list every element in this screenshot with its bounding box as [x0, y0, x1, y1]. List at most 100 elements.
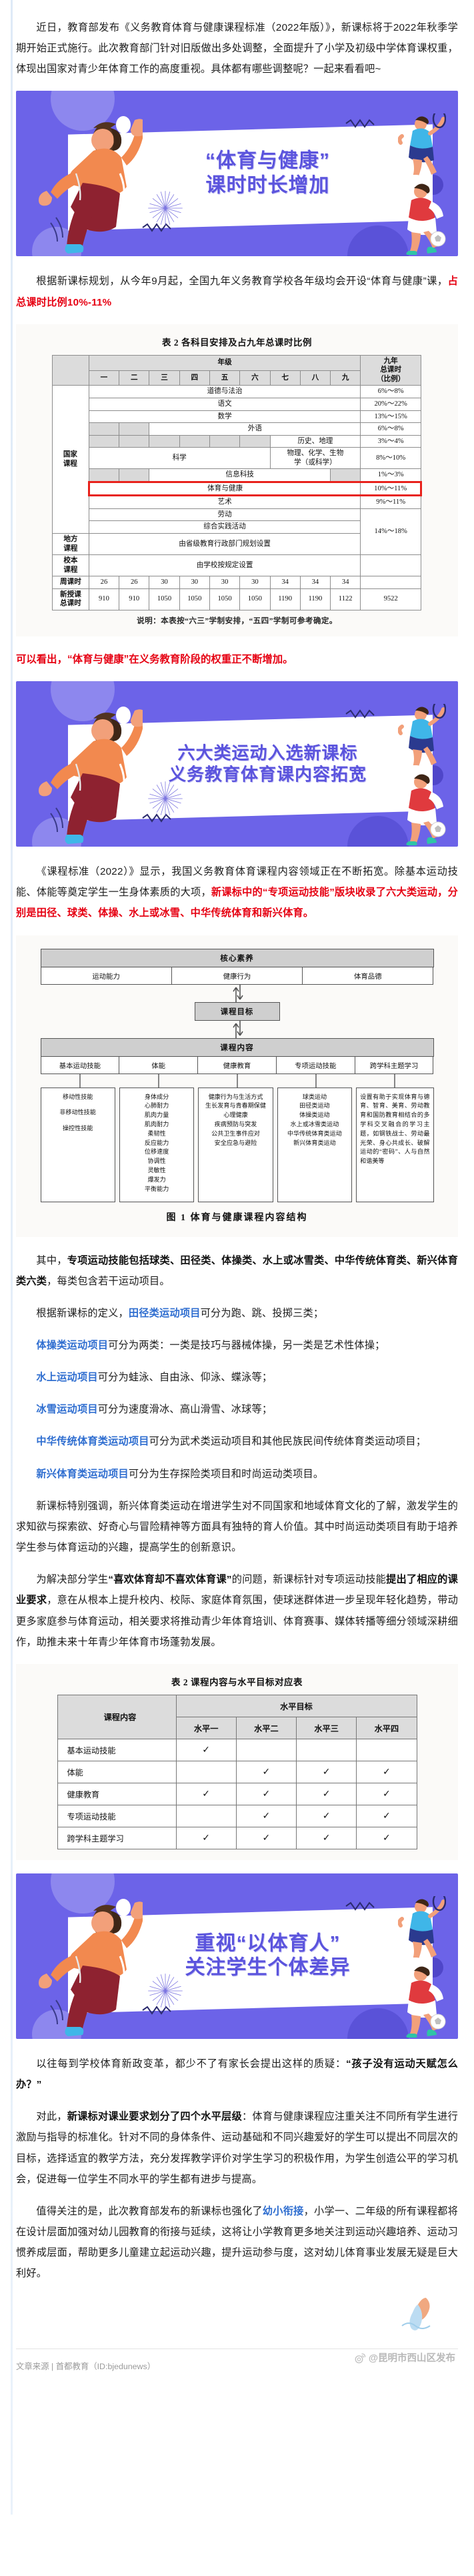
leaf-line: 位移速度 — [144, 1148, 169, 1156]
leaf-fitness: 身体成分 心肺耐力 肌肉力量 肌肉耐力 柔韧性 反应能力 位移速度 协调性 灵敏… — [119, 1087, 195, 1202]
leaf-health-education: 健康行为与生活方式 生长发育与青春期保健 心理健康 疾病预防与突发 公共卫生事件… — [198, 1087, 273, 1202]
subject-name: 综合实践活动 — [88, 520, 361, 534]
check-cell — [295, 1738, 357, 1761]
banner1-line2: 课时时长增加 — [205, 174, 330, 197]
table2-caption: 表 2 课程内容与水平目标对应表 — [171, 1677, 303, 1687]
weekly-value: 26 — [119, 576, 150, 589]
definition-snow: 冰雪运动项目可分为速度滑冰、高山滑雪、冰球等； — [16, 1399, 458, 1420]
section2-paragraph-4: 为解决部分学生“喜欢体育却不喜欢体育课”的问题，新课标针对专项运动技能提出了相应… — [16, 1569, 458, 1653]
section1-lead: 根据新课标规划，从今年9月起，全国九年义务教育学校各年级均会开设“体育与健康”课… — [16, 271, 458, 312]
leaf-line: 公共卫生事件应对 — [211, 1130, 260, 1137]
definition-gymnastics: 体操类运动项目可分为两类：一类是技巧与器械体操，另一类是艺术性体操； — [16, 1335, 458, 1356]
connector-core-goal — [41, 984, 434, 1002]
leaf-line: 健康行为与生活方式 — [208, 1093, 263, 1100]
squiggle-icon — [345, 1901, 375, 1911]
local-total-pct: 14%～18% — [360, 508, 421, 556]
section3-paragraph-1: 以往每到学校体育新政变革，都少不了有家长会提出这样的质疑：“孩子没有运动天赋怎么… — [16, 2054, 458, 2095]
table1-note: 说明：本表按“六三”学制安排，“五四”学制可参考确定。 — [137, 616, 337, 625]
leaf-line: 新兴体育类运动 — [293, 1139, 336, 1146]
table-row: 劳动 14%～18% — [53, 508, 421, 556]
cat-line2: 课程 — [63, 566, 78, 574]
subject-pct: 9%～11% — [360, 495, 421, 509]
weekly-value: 30 — [149, 576, 180, 589]
table-header-row: 年级 九年 总课时 （比例） — [52, 354, 421, 386]
leaf-line: 田径类运动 — [299, 1102, 330, 1110]
content-item: 健康教育 — [198, 1056, 277, 1074]
grade-cell: 二 — [119, 370, 150, 386]
s2p2-bold: 专项运动技能包括球类、田径类、体操类、水上或冰雪类、中华传统体育类、新兴体育类六… — [16, 1254, 458, 1287]
check-cell: ✓ — [295, 1760, 357, 1783]
shaded-cell — [209, 434, 241, 448]
cat-line1: 国家 — [63, 451, 77, 459]
section2-paragraph-2: 其中，专项运动技能包括球类、田径类、体操类、水上或冰雪类、中华传统体育类、新兴体… — [16, 1250, 458, 1292]
s3p1-bold: “孩子没有运动天赋怎么办？” — [16, 2058, 458, 2091]
grade-cell: 八 — [299, 370, 331, 386]
content-item: 基本运动技能 — [40, 1056, 120, 1074]
cat-line2: 课程 — [63, 460, 77, 468]
basketball-player-illustration — [39, 1901, 143, 2036]
subject-pct: 6%～8% — [360, 422, 421, 436]
table-row: 艺术 9%～11% — [53, 495, 421, 509]
weekly-total — [360, 576, 421, 589]
intro-paragraph: 近日，教育部发布《义务教育体育与健康课程标准（2022年版）》，新课标将于202… — [16, 22, 458, 75]
cat-line1: 校本 — [63, 557, 78, 565]
leaf-line: 肌肉力量 — [144, 1112, 169, 1119]
category-school: 校本 课程 — [52, 554, 89, 577]
subject-pct: 8%～10% — [360, 447, 421, 470]
def-rest: 可分为跑、跳、投掷三类； — [200, 1307, 324, 1319]
header-grade: 年级 — [88, 354, 361, 371]
banner3-title: 重视“以体育人” 关注学生个体差异 — [116, 1931, 419, 1980]
weekly-value: 34 — [269, 576, 301, 589]
banner1-line1: “体育与健康” — [205, 149, 330, 172]
banner2-title: 六大类运动入选新课标 义务教育体育课内容拓宽 — [116, 743, 419, 785]
shaded-cell — [119, 468, 150, 482]
leaf-line: 肌肉耐力 — [144, 1120, 169, 1128]
table-row: 语文 20%～22% — [53, 397, 421, 411]
connector-content-leaves — [41, 1074, 434, 1088]
s2p4-plain-b: 的问题，新课标针对专项运动技能 — [231, 1574, 387, 1586]
def-term: 新兴体育类运动项目 — [36, 1468, 129, 1480]
subject-name: 道德与法治 — [88, 385, 361, 398]
s3p2-bold: 新课标对课业要求划分了四个水平层级 — [67, 2111, 242, 2123]
subject-pct: 6%～8% — [360, 385, 421, 398]
science-right-l1: 物理、化学、生物 — [287, 450, 344, 458]
total-label: 新授课 总课时 — [52, 588, 89, 610]
table-row: 数学 13%～15% — [53, 410, 421, 424]
decor-circle — [116, 116, 131, 134]
row-label: 基本运动技能 — [57, 1738, 177, 1761]
shaded-cell — [239, 434, 271, 448]
table1-caption: 表 2 各科目安排及占九年总课时比例 — [161, 337, 313, 348]
def-rest: 可分为速度滑冰、高山滑雪、冰球等； — [97, 1404, 273, 1416]
school-pct-empty — [360, 554, 421, 577]
s3p2-plain-a: 对此， — [36, 2111, 67, 2123]
header-total-l2: 总课时 — [380, 366, 402, 374]
check-cell: ✓ — [175, 1782, 237, 1805]
leaf-line: 操控性技能 — [62, 1125, 93, 1132]
basketball-player-illustration — [39, 709, 143, 845]
category-local: 地方 课程 — [52, 532, 89, 556]
squiggle-icon — [345, 709, 375, 719]
leaf-line: 身体成分 — [144, 1093, 169, 1100]
banner2-line2: 义务教育体育课内容拓宽 — [168, 764, 367, 785]
weibo-watermark: @昆明市西山区发布 — [354, 2350, 455, 2365]
table-row: 信息科技 1%～3% — [53, 468, 421, 482]
total-value: 1190 — [269, 588, 301, 610]
total-value: 1050 — [179, 588, 210, 610]
check-cell: ✓ — [235, 1782, 297, 1805]
leaf-line: 灵敏性 — [147, 1167, 166, 1174]
table-row-total: 新授课 总课时 910 910 1050 1050 1050 1050 1190… — [52, 588, 421, 610]
course-content-items: 基本运动技能 体能 健康教育 专项运动技能 跨学科主题学习 — [40, 1056, 434, 1074]
check-cell: ✓ — [295, 1826, 357, 1849]
row-label: 跨学科主题学习 — [57, 1826, 177, 1849]
section1-lead-plain: 根据新课标规划，从今年9月起，全国九年义务教育学校各年级均会开设“体育与健康”课… — [36, 276, 448, 288]
banner-individual-differences: 重视“以体育人” 关注学生个体差异 — [16, 1873, 458, 2039]
content-item: 跨学科主题学习 — [355, 1056, 434, 1074]
subject-name: 外语 — [149, 422, 361, 436]
def-rest: 可分为武术类运动项目和其他民族民间传统体育类运动项目； — [149, 1436, 427, 1448]
subject-name: 劳动 — [88, 508, 361, 522]
leaf-line: 水上或冰雪类运动 — [290, 1120, 339, 1128]
shaded-cell — [330, 468, 361, 482]
cat-line2: 课程 — [63, 544, 78, 552]
s3p3-plain-b: ，小学一、二年级的所有课程都将在设计层面加强对幼儿园教育的衔接与延续，这将让小学… — [16, 2205, 459, 2280]
